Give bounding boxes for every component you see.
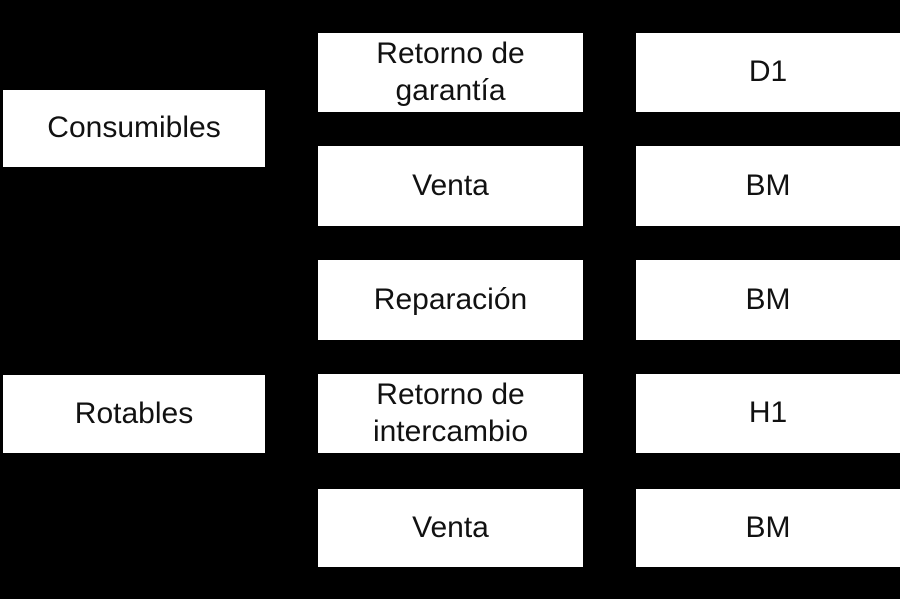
box-retorno-de-intercambio: Retorno de intercambio: [318, 374, 583, 453]
box-consumibles: Consumibles: [3, 90, 265, 167]
box-venta-consumibles: Venta: [318, 146, 583, 226]
box-reparacion: Reparación: [318, 260, 583, 340]
box-code-bm-1: BM: [636, 146, 900, 226]
box-rotables: Rotables: [3, 375, 265, 453]
box-code-h1: H1: [636, 374, 900, 453]
box-retorno-de-garantia: Retorno de garantía: [318, 33, 583, 112]
box-code-bm-3: BM: [636, 489, 900, 567]
box-code-d1: D1: [636, 33, 900, 112]
box-venta-rotables: Venta: [318, 489, 583, 567]
box-code-bm-2: BM: [636, 260, 900, 340]
